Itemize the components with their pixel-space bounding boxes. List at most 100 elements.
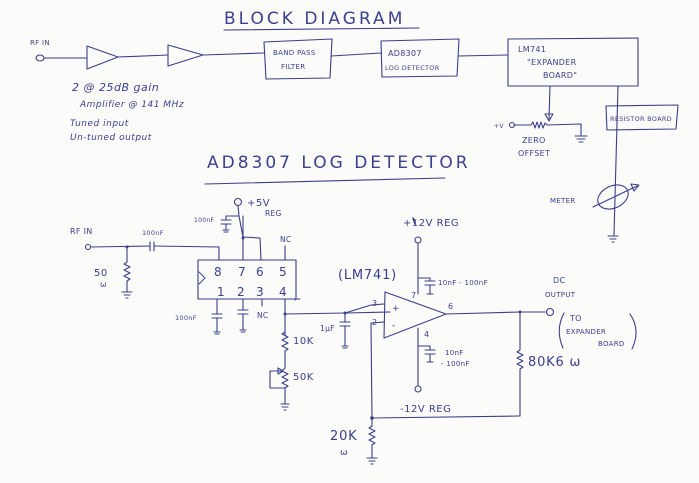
opamp-pin-6: 6 xyxy=(448,302,453,311)
input-capacitor-icon xyxy=(149,241,155,252)
termination-resistor-icon xyxy=(123,246,131,293)
zero-offset-pot xyxy=(513,121,582,136)
block-diagram: BLOCK DIAGRAM RF IN 2 @ 25dB gain Amplif… xyxy=(30,9,679,243)
expander-label-3: BOARD" xyxy=(543,71,577,80)
chip-notch-icon xyxy=(198,271,206,285)
plus5v-sub-label: REG xyxy=(265,209,282,218)
wire xyxy=(90,245,220,261)
expander-board-block xyxy=(507,37,639,87)
wire xyxy=(202,52,265,56)
zero-offset-supply-label: +V xyxy=(494,123,504,130)
log-detector-block xyxy=(380,38,460,78)
ground-resistor-unit: ω xyxy=(340,448,348,458)
pot-50k-icon xyxy=(281,367,289,405)
wire xyxy=(330,52,382,57)
decoupling-capacitor-icon xyxy=(220,219,232,231)
wire xyxy=(117,54,169,58)
wire xyxy=(225,205,244,238)
wire xyxy=(417,277,431,282)
dc-output-note-3: BOARD xyxy=(598,340,625,348)
filter-cap-label: 1µF xyxy=(320,324,335,333)
input-cap-label: 100nF xyxy=(142,229,164,237)
termination-unit: ω xyxy=(100,280,107,289)
log-detector-block-label-2: LOG DETECTOR xyxy=(385,64,440,72)
junction-dot xyxy=(241,236,245,240)
wiper-arrow-icon xyxy=(544,113,554,122)
meter-needle-icon xyxy=(592,185,638,208)
pos-decoupling-capacitor-icon xyxy=(424,280,436,295)
pos-decoupling-label: 10nF - 100nF xyxy=(438,279,488,287)
rf-in-label: RF IN xyxy=(70,227,93,236)
chip-pin-5: 5 xyxy=(279,265,287,279)
ground-icon xyxy=(121,291,133,299)
ground-icon xyxy=(239,329,247,333)
pin7-pin6-link xyxy=(242,236,262,261)
meter-label: METER xyxy=(550,197,576,205)
block-rf-in-label: RF IN xyxy=(30,39,50,47)
dc-output-note-2: EXPANDER xyxy=(566,328,606,336)
pos-supply-label: +12V REG xyxy=(403,218,459,229)
bpf-label-1: BAND PASS xyxy=(273,49,316,57)
chip-pin-7: 7 xyxy=(238,265,246,279)
bpf-label-2: FILTER xyxy=(281,63,305,71)
chip-pin-3: 3 xyxy=(256,285,264,299)
note-paren-left xyxy=(558,312,565,349)
pin1-cap-label: 100nF xyxy=(175,314,197,322)
r-10k-label: 10K xyxy=(293,336,314,347)
chip-pin-6: 6 xyxy=(256,265,264,279)
feedback-resistor-icon xyxy=(516,311,524,417)
chip-pin-4: 4 xyxy=(279,285,287,299)
wire xyxy=(238,215,244,238)
chip-pin-8: 8 xyxy=(214,265,222,279)
dc-output-label-2: OUTPUT xyxy=(545,291,576,299)
dc-output-terminal xyxy=(545,307,555,317)
log-detector-schematic: AD8307 LOG DETECTOR RF IN 100nF 50 ω +5V… xyxy=(70,153,468,411)
opamp-pin-3: 3 xyxy=(372,299,377,308)
amplifier-2-triangle-icon xyxy=(167,44,204,67)
ground-resistor-label: 20K xyxy=(330,429,357,444)
pot-wiper-arrow-icon xyxy=(277,367,284,375)
neg-decoupling-label-2: - 100nF xyxy=(441,360,470,368)
meter-needle-arrow-icon xyxy=(630,183,640,192)
amplifier-1-triangle-icon xyxy=(86,45,119,70)
ground-icon xyxy=(222,229,230,233)
filter-capacitor-icon xyxy=(339,312,351,347)
pin1-capacitor-icon xyxy=(211,298,223,333)
ground-icon xyxy=(213,331,221,335)
decoupling-cap-label: 100nF xyxy=(194,217,214,224)
opamp-triangle-icon xyxy=(383,291,447,339)
neg-decoupling-label-1: 10nF xyxy=(445,349,464,357)
dc-output-label-1: DC xyxy=(553,276,565,285)
wire xyxy=(457,54,509,57)
wire xyxy=(417,345,431,351)
note-paren-right xyxy=(629,313,637,350)
opamp-stage: (LM741) +12V REG 10nF - 100nF 3 2 + - 7 … xyxy=(330,217,637,465)
resistor-board-label: RESISTOR BOARD xyxy=(610,115,672,123)
log-detector-title-underline xyxy=(204,177,446,185)
plus5v-terminal xyxy=(233,197,243,207)
r-10k-icon xyxy=(281,331,289,369)
expander-label-2: "EXPANDER xyxy=(527,58,577,67)
pos-supply-terminal xyxy=(414,236,422,244)
ground-icon xyxy=(341,345,349,349)
dc-output-note-1: TO xyxy=(569,314,582,323)
wire xyxy=(294,298,301,301)
opamp-part-label: (LM741) xyxy=(338,268,397,283)
amp-note-frequency: Amplifier @ 141 MHz xyxy=(79,100,184,110)
pot-wiper-link xyxy=(269,370,286,389)
block-diagram-title-underline xyxy=(223,27,420,31)
opamp-pin-4: 4 xyxy=(424,330,429,339)
zero-offset-label-1: ZERO xyxy=(522,136,546,145)
opamp-pin-7: 7 xyxy=(411,291,416,300)
ground-icon xyxy=(280,403,290,411)
band-pass-filter-block xyxy=(263,38,333,80)
ground-icon xyxy=(366,457,378,465)
output-wire xyxy=(445,311,546,315)
feedback-resistor-label: 80K6 ω xyxy=(528,355,581,370)
inv-input-wire xyxy=(370,321,385,324)
wire xyxy=(613,85,619,236)
rf-in-terminal xyxy=(84,243,92,251)
zero-offset-label-2: OFFSET xyxy=(518,149,550,158)
